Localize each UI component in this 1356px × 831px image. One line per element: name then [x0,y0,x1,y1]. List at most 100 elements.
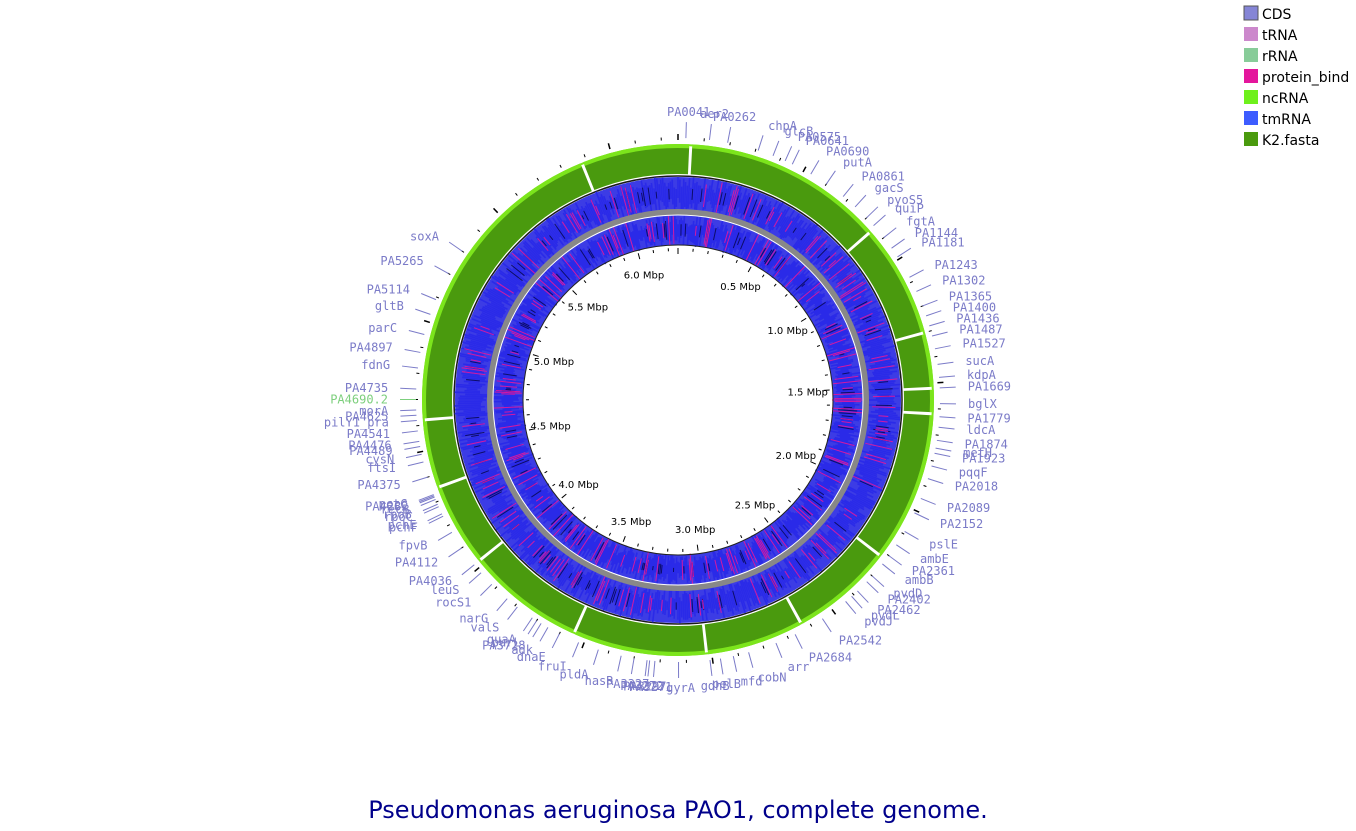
gene-leader [882,563,896,575]
contig-segment [584,147,690,191]
gene-label: morA [359,404,389,418]
gene-label: pvdL [871,609,900,623]
gene-label: fgtA [906,215,936,229]
gene-label: pyoS5 [887,193,923,207]
legend-label: K2.fasta [1262,133,1319,149]
gene-leader [871,575,885,588]
scale-label: 1.5 Mbp [788,387,828,398]
gene-label: PA4897 [349,341,392,355]
scale-label: 2.0 Mbp [776,451,816,462]
scale-label: 6.0 Mbp [624,271,664,282]
outer-tick [930,459,934,462]
inner-tick [596,271,599,275]
gene-leader [572,642,580,658]
scale-label: 5.0 Mbp [534,357,574,368]
gene-label: parC [368,321,397,335]
gene-label: quiP [895,201,924,215]
legend-item: tmRNA [1244,111,1311,128]
gene-leader [468,572,482,584]
gene-label: metH [963,446,992,460]
legend-label: protein_bind [1262,70,1349,86]
legend-label: tRNA [1262,28,1298,44]
outer-tick [845,198,849,202]
gene-label: mfd [741,675,763,689]
gene-label: chpA [768,119,798,133]
gene-label: PA0861 [862,169,905,183]
inner-tick [583,280,587,284]
gene-label: pelB [712,677,741,691]
gene-leader [644,660,648,677]
gene-label: kdpA [967,368,997,382]
outer-tick [779,157,782,161]
gene-leader [532,623,542,638]
gene-label: PA2152 [940,517,983,531]
legend-item: tRNA [1244,27,1298,44]
inner-tick [571,506,575,510]
gene-label: gltB [375,299,404,313]
gene-label: recB [381,502,410,516]
gene-label: pvdD [893,586,922,600]
gene-label: PA2089 [947,501,990,515]
gene-label: gdhB [701,679,730,693]
scale-label: 1.0 Mbp [767,326,807,337]
gene-label: pctC [378,497,407,511]
inner-tick [561,493,567,499]
gene-leader [420,498,436,506]
outer-tick [494,586,498,590]
gene-label: dnaE [517,650,546,664]
gene-label: cobN [758,670,787,684]
gene-leader [938,426,955,430]
inner-tick [777,510,781,514]
gene-leader [428,515,444,524]
scale-label: 4.5 Mbp [530,422,570,433]
gene-leader [709,659,713,676]
gene-leader [909,269,924,278]
protein-bind-spikes [461,182,898,618]
gene-leader [434,265,449,275]
inner-rings [487,209,869,591]
outer-tick [514,603,517,607]
gene-leader [931,331,948,337]
contig-edge [707,621,801,655]
outer-tick [923,485,927,487]
outer-tick [831,609,837,615]
gene-leader [873,214,886,227]
outer-tick [913,508,920,513]
legend-label: rRNA [1262,49,1298,65]
gene-label: PA1144 [915,226,958,240]
gene-label: PA2018 [955,479,998,493]
inner-tick [794,305,798,309]
center-fill [525,247,831,553]
gene-leader [400,414,417,417]
gene-leader [939,386,956,389]
gene-label: cysN [365,453,394,467]
gene-leader [522,617,533,632]
outer-tick [477,229,481,233]
gene-leader [854,194,867,208]
gene-leader [775,642,783,659]
inner-tick [696,544,699,551]
gene-label: pchE [388,518,417,532]
gene-leader [934,345,951,350]
gene-leader [404,349,421,353]
gene-label: PA0690 [826,145,869,159]
scale-label: 4.0 Mbp [558,480,598,491]
gene-label: rpoC [384,510,413,524]
outer-tick [446,524,451,527]
legend-swatch [1244,48,1258,62]
gene-leader [810,160,820,175]
gene-leader [427,513,443,522]
inner-tick [753,528,756,532]
gene-label: PA5114 [367,283,410,297]
gene-leader [403,440,420,445]
gene-label: pslE [929,538,958,552]
gene-leader [402,365,419,369]
contig-edge [929,389,934,413]
gene-leader [400,409,417,412]
gene-label: soxA [410,229,440,243]
outer-tick [802,166,807,173]
gene-leader [652,660,656,677]
gene-leader [857,590,869,603]
inner-tick [623,257,626,262]
outer-tick [928,330,932,332]
